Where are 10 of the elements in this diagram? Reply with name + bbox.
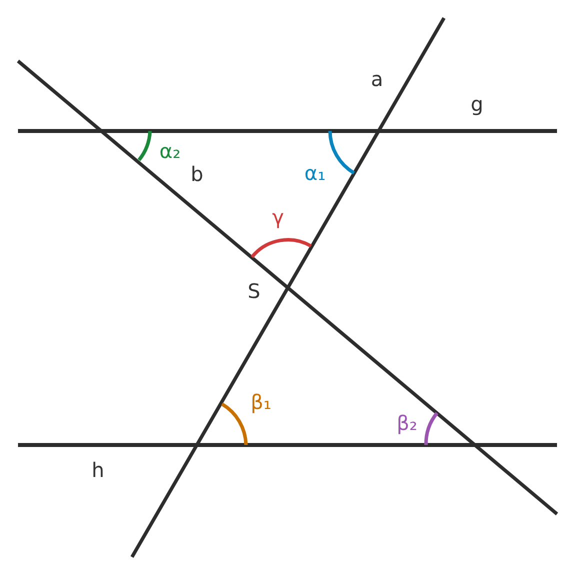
label: α₁: [304, 163, 326, 183]
label: S: [248, 281, 260, 301]
label: g: [470, 94, 484, 114]
label: b: [190, 164, 204, 184]
label: α₂: [159, 141, 181, 161]
label: h: [92, 460, 104, 480]
label: β₁: [250, 392, 272, 412]
label: β₂: [396, 413, 418, 433]
label: a: [370, 69, 384, 89]
label: γ: [272, 207, 284, 227]
